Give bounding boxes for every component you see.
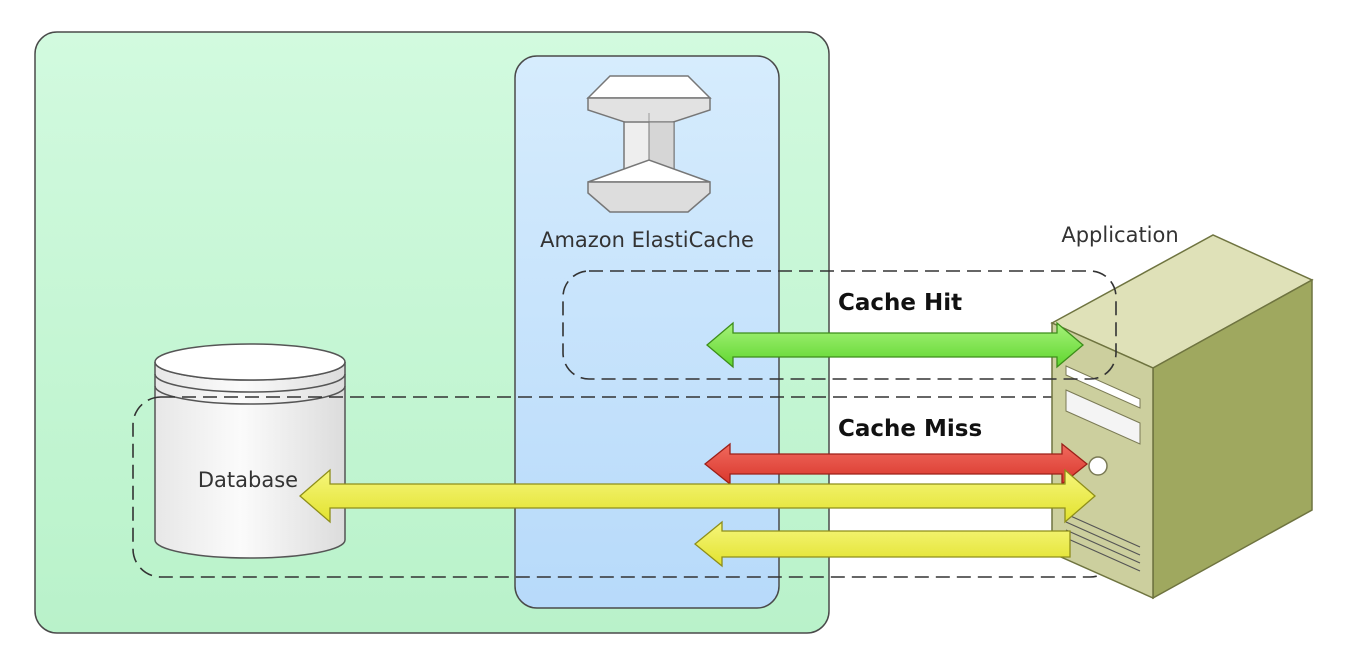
cache-hit-arrow [705,321,1085,369]
database-query-arrow [299,468,1096,524]
application-label: Application [1061,223,1178,247]
cache-miss-label: Cache Miss [838,416,982,442]
cache-hit-label: Cache Hit [838,290,962,316]
database-cylinder-icon [154,343,346,559]
cache-miss-arrow [703,442,1089,486]
cache-write-arrow [693,520,1071,568]
database-label: Database [198,468,298,492]
cache-hit-group [562,270,1117,380]
elasticache-label: Amazon ElastiCache [540,228,754,252]
elasticache-icon [586,75,712,213]
server-tower-icon [1050,234,1314,600]
